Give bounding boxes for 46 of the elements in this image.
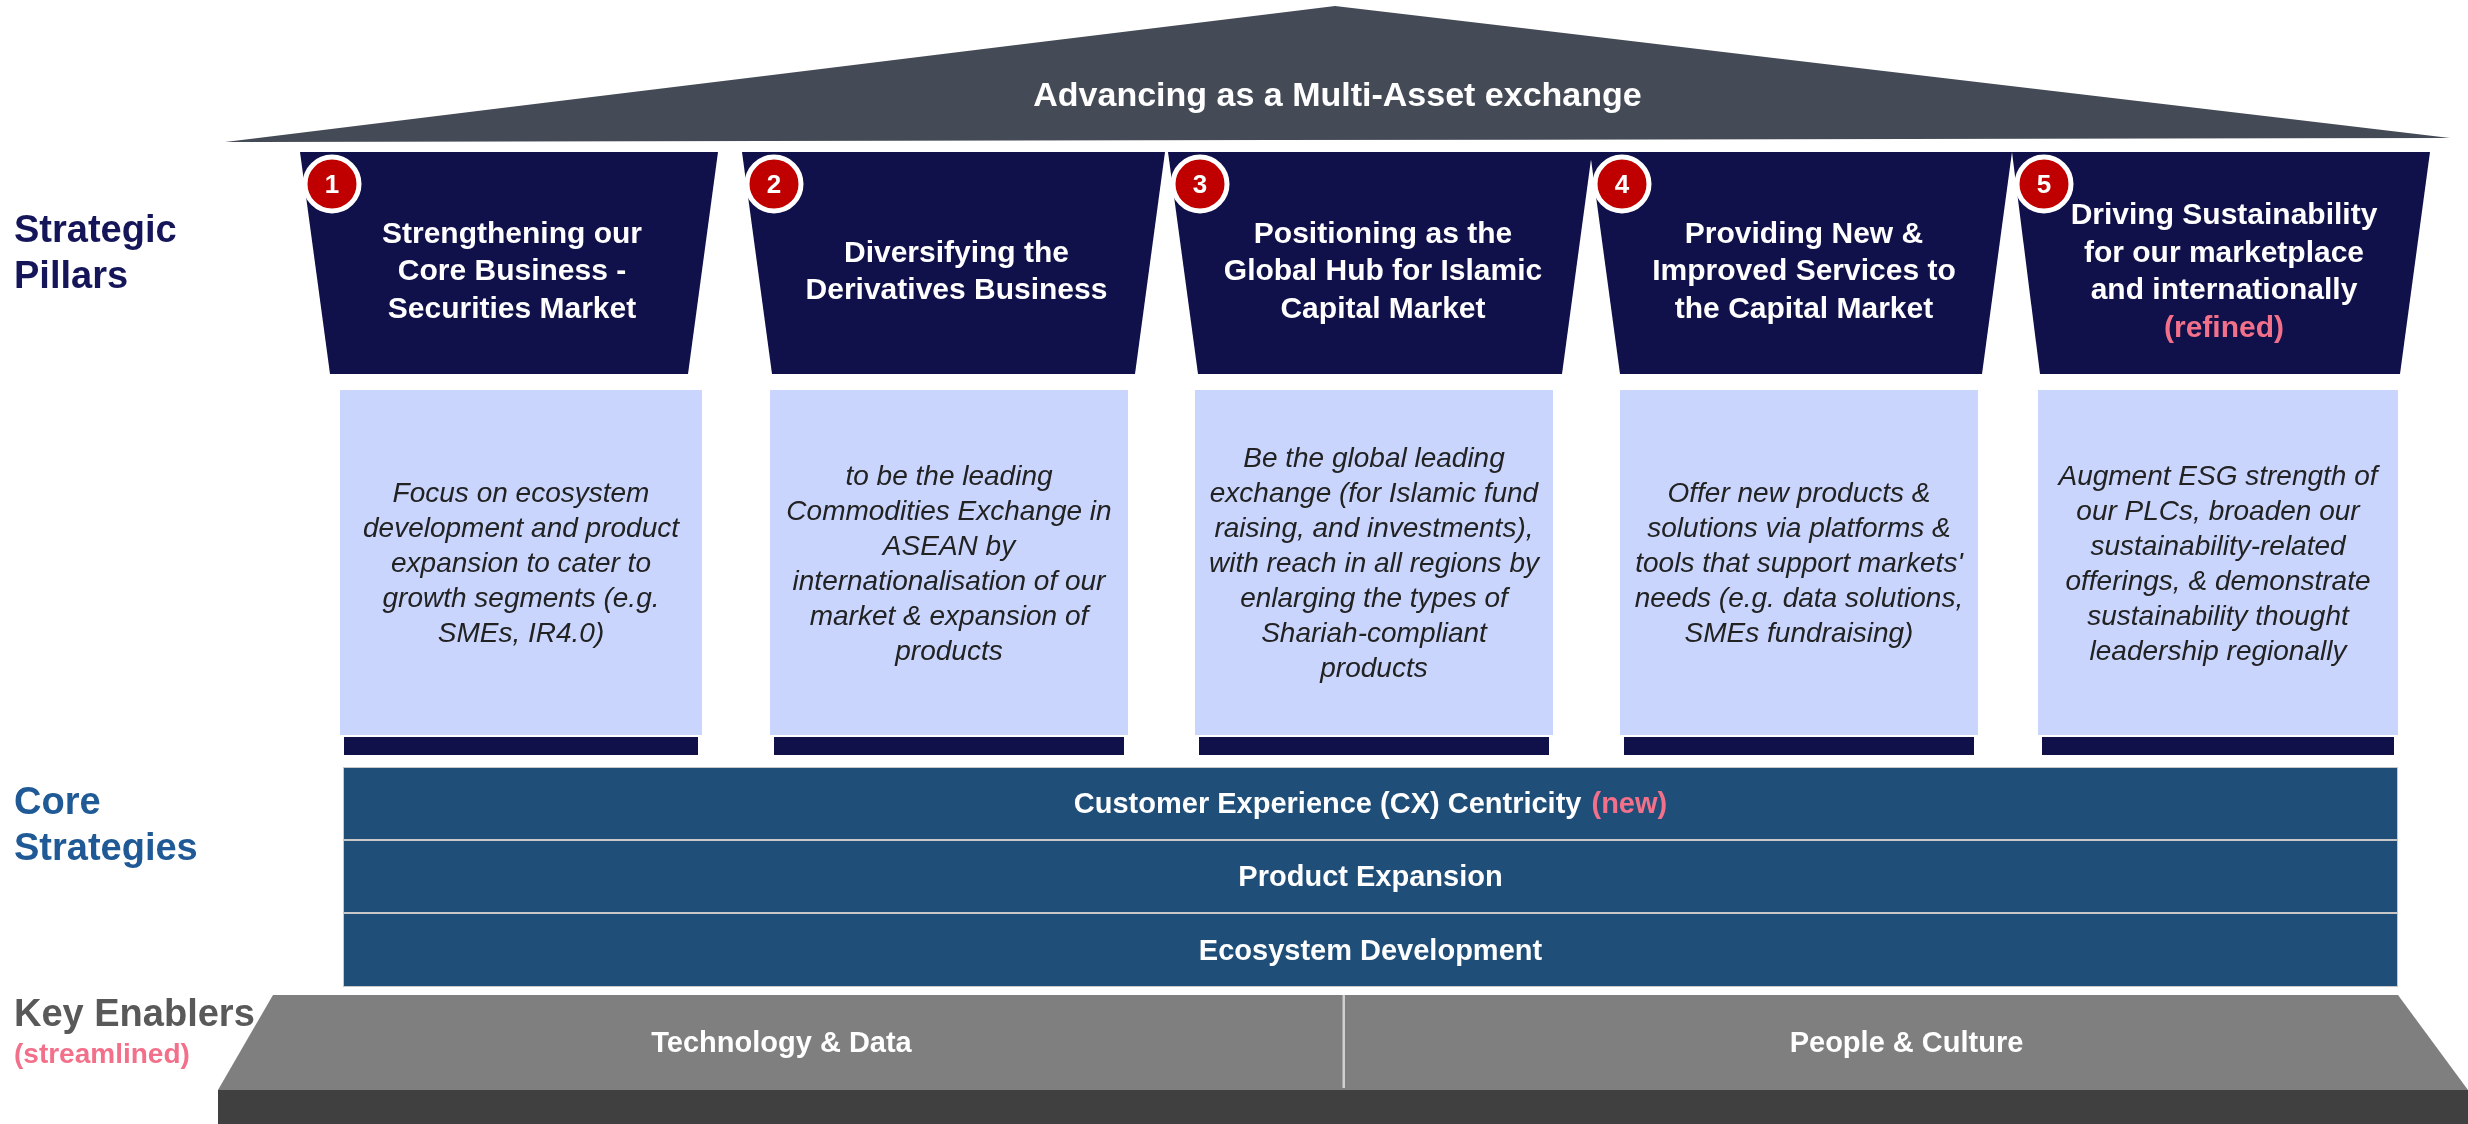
description-text: Offer new products & solutions via platforms & tools that support markets' needs (e.g. data solutions, SMEs fundraising) [1634,476,1964,650]
enabler-block [1345,995,2468,1124]
status-note: (refined) [2164,308,2284,345]
pillar-title: Strengthening our Core Business - Securities Market [381,214,643,326]
section-label: Strategic Pillars [14,207,178,298]
pillar-base-bar [1199,737,1549,755]
pillar-head [1168,152,1592,374]
band-title: Ecosystem Development [1198,932,1543,968]
badge-number: 1 [324,167,340,201]
description-text: to be the leading Commodities Exchange in ASEAN by internationalisation of our market & expansion of products [785,458,1113,668]
description-panel [770,390,1128,735]
pillar-head [300,152,718,374]
description-text: Augment ESG strength of our PLCs, broaden our sustainability-related offerings, & demonstrate sustainability thought leadership regionally [2056,458,2381,668]
enabler-title: Technology & Data [651,1025,912,1061]
section-label: Core Strategies [14,779,199,870]
pillar-base-bar [2042,737,2394,755]
band-title: Customer Experience (CX) Centricity [1073,786,1582,822]
status-note: (streamlined) [14,1037,191,1071]
description-text: Be the global leading exchange (for Islamic fund raising, and investments), with reach in all regions by enlarging the types of Shariah-compliant products [1209,441,1539,685]
banner-title: Advancing as a Multi-Asset exchange [1033,73,1642,115]
status-note: (new) [1591,786,1668,822]
section-label: Key Enablers [14,991,256,1036]
enabler-title: People & Culture [1789,1025,2024,1061]
pillar-title: Driving Sustainability for our marketplace and internationally [2069,196,2379,307]
pillar-title: Positioning as the Global Hub for Islamic Capital Market [1222,214,1544,326]
description-panel [1195,390,1553,735]
pillar-head [742,152,1165,374]
description-panel [2038,390,2398,735]
badge-number: 5 [2036,167,2052,201]
strategy-band [343,913,2398,987]
strategy-band [343,840,2398,913]
pillar-head [1590,152,2012,374]
strategy-band [343,767,2398,840]
pillar-head [2012,152,2430,374]
badge-number: 3 [1192,167,1208,201]
description-text: Focus on ecosystem development and product expansion to cater to growth segments (e.g. SMEs, IR4.0) [362,476,681,650]
description-panel [1620,390,1978,735]
pillar-base-bar [774,737,1124,755]
badge-number: 4 [1614,167,1630,201]
pillar-base-bar [344,737,698,755]
band-title: Product Expansion [1238,859,1503,895]
description-panel [340,390,702,735]
pillar-title: Diversifying the Derivatives Business [804,233,1109,307]
pillar-base-bar [1624,737,1974,755]
pillar-title: Providing New & Improved Services to the Capital Market [1651,214,1957,326]
badge-number: 2 [766,167,782,201]
